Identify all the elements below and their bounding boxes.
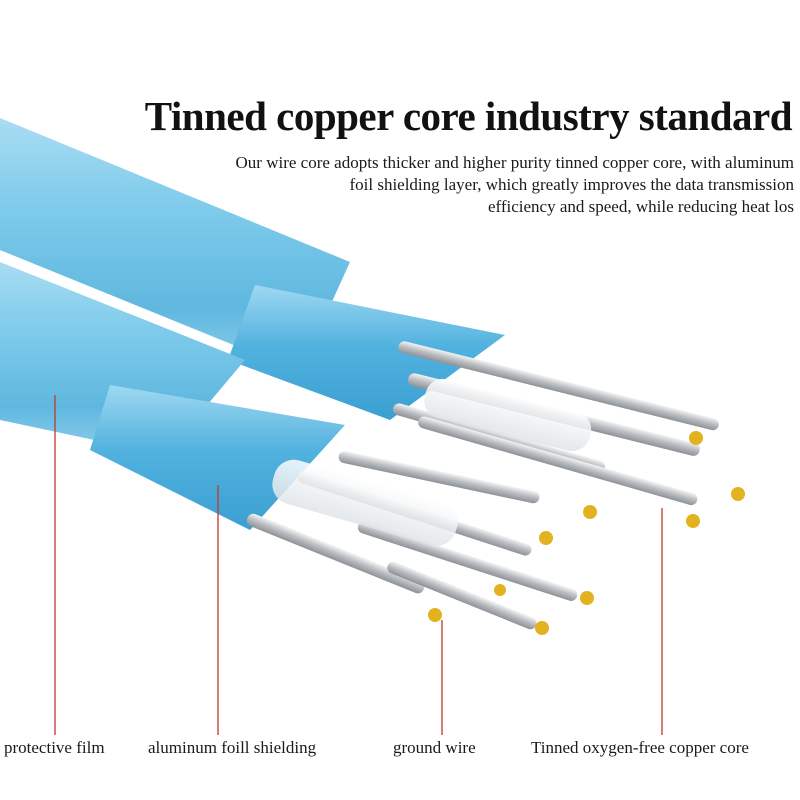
upper-cable-wires [393, 341, 719, 506]
wire-tip [731, 487, 745, 501]
description: Our wire core adopts thicker and higher … [104, 152, 794, 218]
wire-tip [494, 584, 506, 596]
wire-tip [686, 514, 700, 528]
callout-lines [54, 395, 663, 735]
label-copper-core: Tinned oxygen-free copper core [531, 738, 749, 757]
lower-cable-wires [246, 451, 578, 630]
upper-cable [0, 118, 745, 528]
label-ground-wire: ground wire [393, 738, 476, 757]
wire-tip [535, 621, 549, 635]
lower-cable [0, 262, 594, 635]
upper-cable-foil [228, 285, 505, 420]
wire-tip [689, 431, 703, 445]
description-line: efficiency and speed, while reducing hea… [487, 197, 794, 216]
label-aluminum-foil: aluminum foill shielding [148, 738, 317, 757]
wire-tip [583, 505, 597, 519]
wire-tip [539, 531, 553, 545]
description-line: Our wire core adopts thicker and higher … [235, 153, 794, 172]
wire-tip [428, 608, 442, 622]
page-title: Tinned copper core industry standard [144, 93, 793, 139]
description-line: foil shielding layer, which greatly impr… [349, 175, 794, 194]
label-protective-film: protective film [4, 738, 105, 757]
wire-tip [580, 591, 594, 605]
